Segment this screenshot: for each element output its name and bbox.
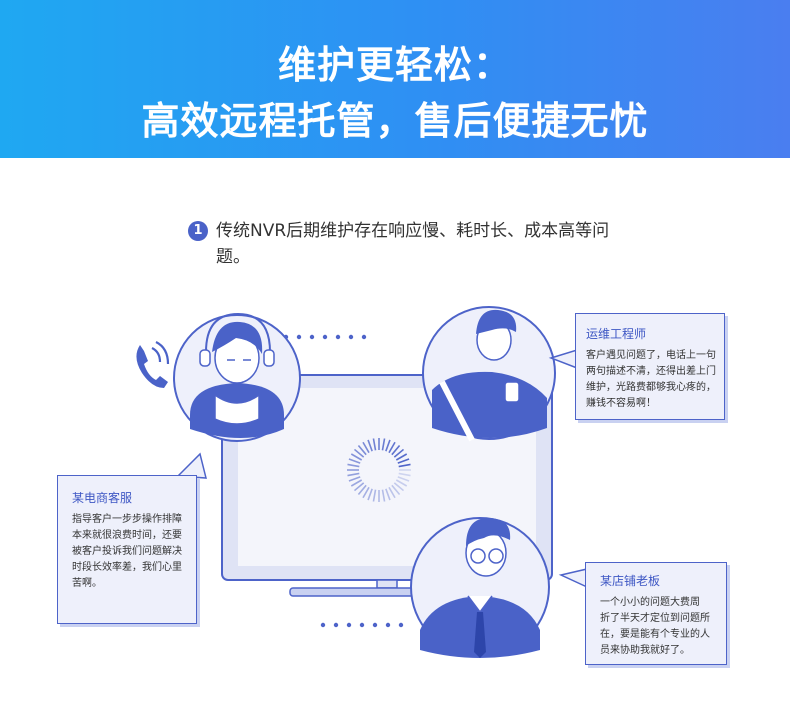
bubble-title: 某电商客服 (72, 491, 133, 505)
bubble-line: 客户遇见问题了，电话上一句 (586, 350, 716, 361)
ops-engineer-bubble: 运维工程师 客户遇见问题了，电话上一句 两句描述不清，还得出差上门 维护，光路费… (575, 313, 725, 420)
shop-boss-avatar (410, 517, 550, 658)
bubble-line: 维护，光路费都够我心疼的， (586, 382, 716, 393)
bubble-line: 折了半天才定位到问题所 (600, 613, 710, 624)
shop-boss-bubble: 某店铺老板 一个小小的问题大费周 折了半天才定位到问题所 在，要是能有个专业的人… (585, 562, 727, 665)
number-badge: 1 (188, 221, 208, 241)
phone-ringing-icon (136, 341, 170, 388)
banner-title-line2: 高效远程托管，售后便捷无忧 (141, 99, 649, 143)
bubble-line: 被客户投诉我们问题解决 (72, 546, 182, 557)
bubble-line: 指导客户一步步操作排障 (72, 514, 182, 525)
customer-service-avatar (173, 312, 301, 442)
bubble-line: 在，要是能有个专业的人 (600, 629, 710, 640)
illustration-scene: 运维工程师 客户遇见问题了，电话上一句 两句描述不清，还得出差上门 维护，光路费… (0, 290, 790, 722)
intro-text: 传统NVR后期维护存在响应慢、耗时长、成本高等问题。 (216, 221, 610, 267)
loading-spinner-icon (347, 438, 411, 502)
bubble-line: 两句描述不清，还得出差上门 (586, 366, 716, 377)
bubble-line: 员来协助我就好了。 (600, 645, 690, 656)
bubble-line: 赚钱不容易啊！ (586, 398, 656, 409)
hero-banner: 维护更轻松： 高效远程托管，售后便捷无忧 (0, 0, 790, 158)
bubble-title: 运维工程师 (586, 327, 647, 341)
bubble-line: 一个小小的问题大费周 (600, 597, 700, 608)
customer-service-bubble: 某电商客服 指导客户一步步操作排障 本来就很浪费时间，还要 被客户投诉我们问题解… (57, 475, 197, 624)
ops-engineer-avatar (422, 306, 556, 442)
bubble-line: 本来就很浪费时间，还要 (72, 530, 182, 541)
bubble-line: 时段长效率差，我们心里 (72, 562, 182, 573)
dot-connectors (283, 334, 404, 628)
banner-title-line1: 维护更轻松： (277, 43, 512, 87)
scene-illustration (136, 306, 588, 658)
bubble-line: 苦啊。 (72, 578, 102, 589)
bubble-title: 某店铺老板 (600, 574, 661, 588)
